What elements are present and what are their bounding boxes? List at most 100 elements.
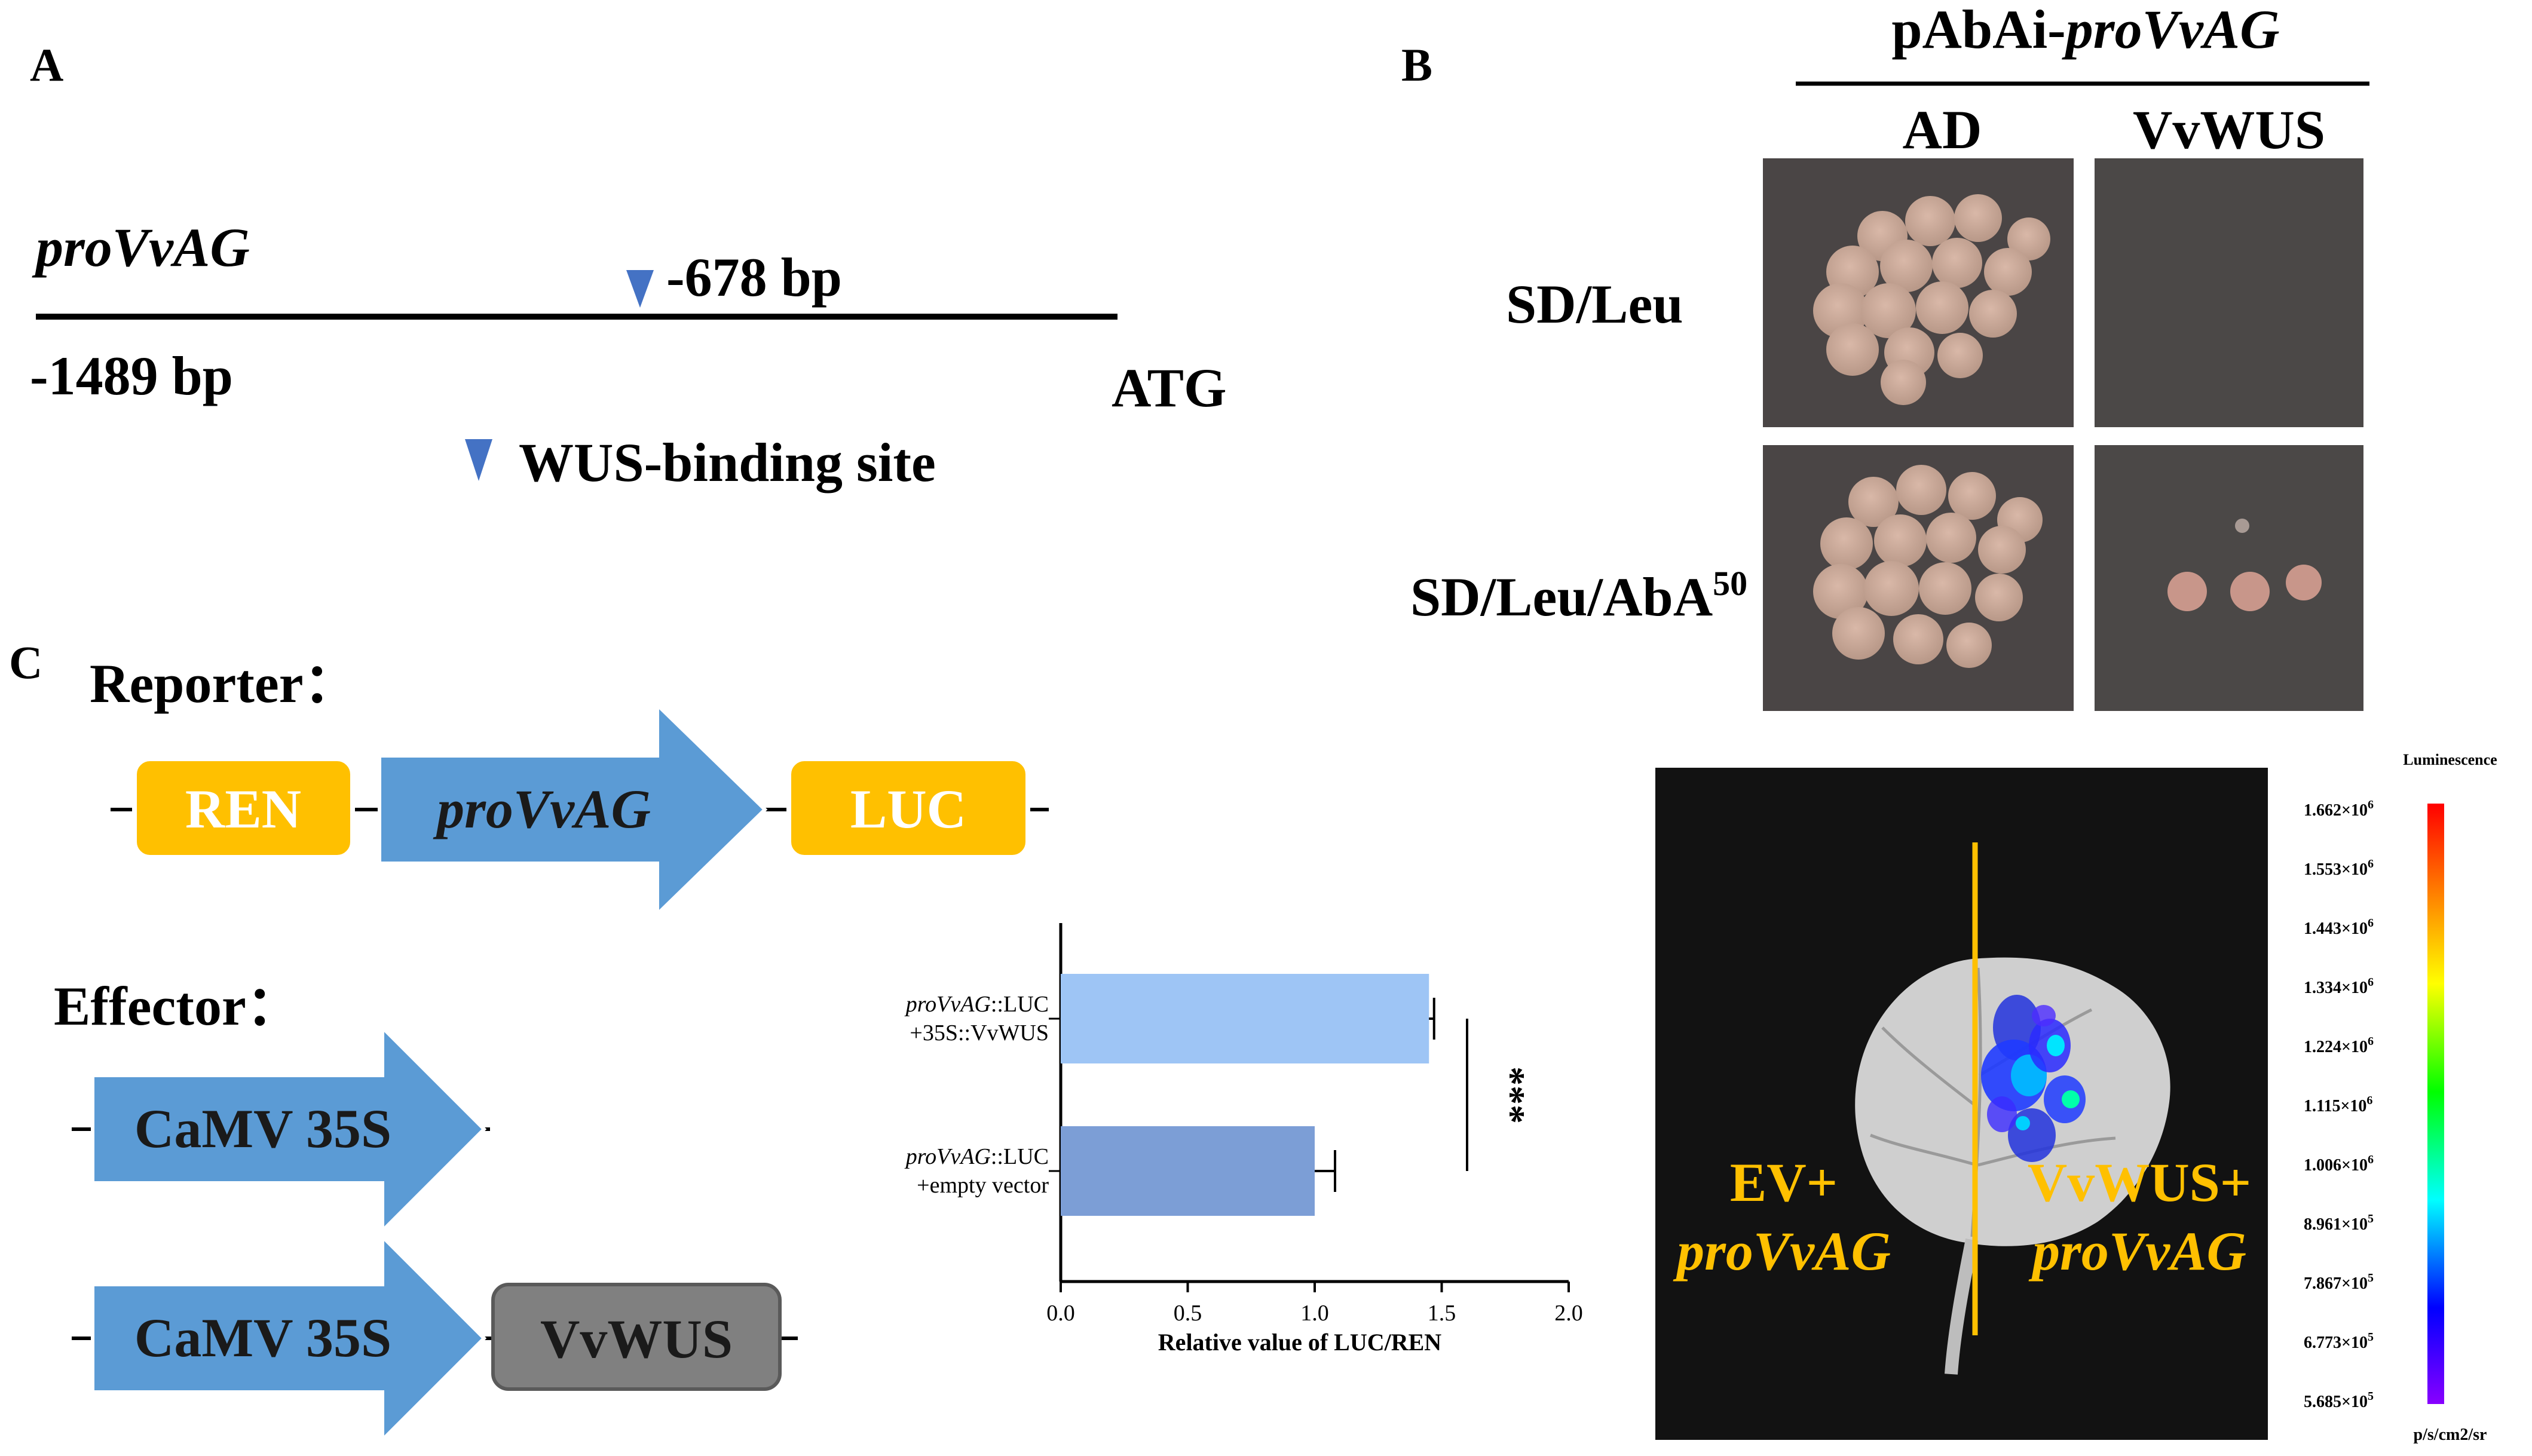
- row-sd-leu-aba-sup: 50: [1713, 564, 1747, 603]
- right-label-line2: proVvAG: [2028, 1221, 2246, 1282]
- provvag-arrow-label: proVvAG: [433, 778, 651, 839]
- color-scale-bar: [2427, 804, 2444, 1404]
- left-label-line2: proVvAG: [1673, 1221, 1891, 1282]
- panel-a-label: A: [30, 39, 63, 91]
- category-line2-0: +35S::VvWUS: [910, 1020, 1049, 1046]
- camv-arrow-2: [91, 1232, 487, 1445]
- scale-tick-10: 5.685×105: [2304, 1390, 2374, 1411]
- scale-tick-mantissa-8: 7.867×10: [2304, 1274, 2368, 1293]
- scale-tick-exp-10: 5: [2368, 1390, 2374, 1403]
- scale-tick-1: 1.553×106: [2304, 857, 2374, 879]
- scale-tick-5: 1.115×106: [2304, 1094, 2372, 1115]
- vector-prefix: pAbAi-: [1891, 0, 2065, 60]
- row-sd-leu-aba: SD/Leu/AbA50: [1410, 564, 1747, 627]
- legend-text: WUS-binding site: [519, 432, 936, 493]
- camv-arrow-1: [91, 1023, 487, 1236]
- vector-title: pAbAi-proVvAG: [1891, 0, 2279, 60]
- start-position-label: -1489 bp: [30, 345, 233, 406]
- scale-tick-mantissa-4: 1.224×10: [2304, 1038, 2368, 1056]
- scale-tick-mantissa-1: 1.553×10: [2304, 860, 2368, 879]
- scale-tick-exp-9: 5: [2368, 1331, 2374, 1344]
- bar-1: [1061, 1126, 1315, 1216]
- category-line2-1: +empty vector: [917, 1173, 1049, 1198]
- ren-box: [132, 756, 355, 860]
- panel-b: B pAbAi-proVvAG AD VvWUS SD/Leu SD/Leu/A…: [1401, 0, 2369, 711]
- chart-x-label: Relative value of LUC/REN: [1158, 1329, 1442, 1356]
- plate-vvwus-sdleu: [2095, 158, 2363, 427]
- luc-label: LUC: [850, 778, 966, 839]
- binding-site-marker-icon: [626, 270, 654, 308]
- luc-ren-bar-chart: proVvAG::LUC+35S::VvWUSproVvAG::LUC+empt…: [904, 923, 1583, 1356]
- plate-ad-sdleu: [1763, 158, 2074, 427]
- scale-tick-mantissa-3: 1.334×10: [2304, 979, 2368, 997]
- vvwus-box-label: VvWUS: [540, 1308, 733, 1369]
- scale-tick-2: 1.443×106: [2304, 916, 2374, 938]
- vector-italic: proVvAG: [2062, 0, 2280, 60]
- scale-tick-mantissa-5: 1.115×10: [2304, 1097, 2366, 1115]
- x-tick-label-0: 0.0: [1046, 1301, 1075, 1326]
- scale-tick-exp-6: 6: [2368, 1153, 2374, 1166]
- x-tick-label-3: 1.5: [1428, 1301, 1456, 1326]
- x-tick-label-1: 0.5: [1174, 1301, 1202, 1326]
- category-rest-0: ::LUC: [991, 992, 1049, 1017]
- scale-tick-6: 1.006×106: [2304, 1153, 2374, 1175]
- scale-tick-exp-5: 6: [2366, 1094, 2372, 1107]
- panel-c-label: C: [9, 636, 42, 688]
- provvag-arrow: [378, 700, 768, 919]
- scale-tick-exp-7: 5: [2368, 1212, 2374, 1225]
- scale-tick-exp-8: 5: [2368, 1271, 2374, 1285]
- ren-label: REN: [185, 778, 301, 839]
- scale-tick-mantissa-6: 1.006×10: [2304, 1156, 2368, 1175]
- category-label-0: proVvAG::LUC: [904, 992, 1049, 1017]
- right-label-line1: VvWUS+: [2028, 1152, 2251, 1213]
- scale-tick-mantissa-2: 1.443×10: [2304, 919, 2368, 938]
- bar-0: [1061, 974, 1429, 1063]
- luminescence-title: Luminescence: [2403, 751, 2497, 768]
- effector-label: Effector：: [54, 976, 301, 1037]
- scale-tick-exp-2: 6: [2368, 916, 2374, 930]
- reporter-label: Reporter：: [90, 653, 359, 714]
- scale-tick-0: 1.662×106: [2304, 798, 2374, 820]
- luminescence-unit: p/s/cm2/sr: [2414, 1426, 2487, 1444]
- leaf-petiole: [1945, 1238, 1979, 1375]
- scale-tick-7: 8.961×105: [2304, 1212, 2374, 1234]
- scale-tick-mantissa-10: 5.685×10: [2304, 1393, 2368, 1411]
- site-position-label: -678 bp: [666, 247, 842, 308]
- column-vvwus: VvWUS: [2133, 99, 2325, 160]
- category-rest-1: ::LUC: [991, 1144, 1049, 1169]
- left-label-line1: EV+: [1730, 1152, 1838, 1213]
- category-label-1: proVvAG::LUC: [904, 1144, 1049, 1169]
- scale-tick-9: 6.773×105: [2304, 1331, 2374, 1352]
- scale-tick-mantissa-7: 8.961×10: [2304, 1215, 2368, 1234]
- significance-stars: ***: [1490, 1066, 1533, 1124]
- scale-tick-exp-3: 6: [2368, 976, 2374, 989]
- row-sd-leu-aba-text: SD/Leu/AbA: [1410, 566, 1713, 627]
- scale-tick-exp-4: 6: [2368, 1035, 2374, 1048]
- luminescence-signal: [1981, 995, 2086, 1162]
- scale-tick-4: 1.224×106: [2304, 1035, 2374, 1056]
- scale-tick-3: 1.334×106: [2304, 976, 2374, 997]
- x-tick-label-2: 1.0: [1300, 1301, 1329, 1326]
- promoter-name: proVvAG: [32, 217, 250, 278]
- plate-vvwus-aba: [2095, 445, 2363, 711]
- luminescence-panel: EV+ proVvAG VvWUS+ proVvAG Luminescence …: [1655, 751, 2497, 1444]
- plate-ad-aba: [1763, 445, 2074, 711]
- scale-tick-mantissa-0: 1.662×10: [2304, 801, 2368, 820]
- panel-b-label: B: [1401, 39, 1432, 91]
- row-sd-leu: SD/Leu: [1506, 274, 1683, 335]
- camv-arrow-2-label: CaMV 35S: [134, 1307, 391, 1368]
- scale-tick-mantissa-9: 6.773×10: [2304, 1334, 2368, 1352]
- column-ad: AD: [1903, 99, 1982, 160]
- scale-tick-8: 7.867×105: [2304, 1271, 2374, 1293]
- legend-triangle-icon: [465, 439, 492, 481]
- vvwus-box: [491, 1283, 782, 1391]
- category-italic-0: proVvAG: [904, 992, 991, 1017]
- panel-c: C Reporter： REN proVvAG LUC Effector： Ca…: [9, 636, 1049, 1445]
- atg-label: ATG: [1112, 357, 1227, 418]
- scale-tick-exp-0: 6: [2368, 798, 2374, 811]
- category-italic-1: proVvAG: [904, 1144, 991, 1169]
- x-tick-label-4: 2.0: [1554, 1301, 1583, 1326]
- camv-arrow-1-label: CaMV 35S: [134, 1098, 391, 1159]
